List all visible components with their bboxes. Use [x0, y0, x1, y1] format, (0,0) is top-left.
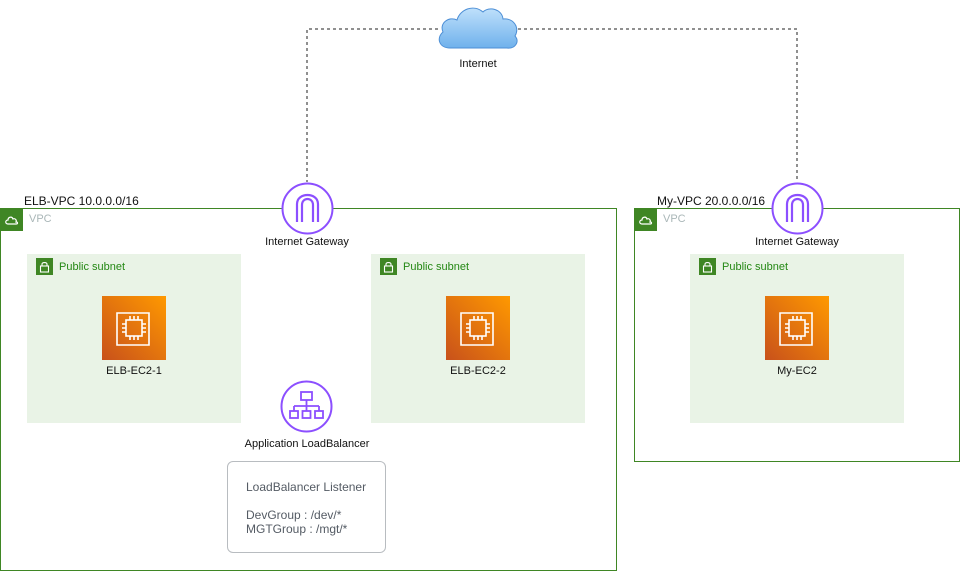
ec2-2-label: ELB-EC2-2: [450, 365, 506, 377]
listener-rule-dev: DevGroup : /dev/*: [246, 508, 342, 522]
vpc-cloud-icon: [1, 209, 23, 231]
subnet-lock-icon: [380, 258, 397, 275]
elb-subnet-right: Public subnet: [371, 254, 585, 423]
internet-cloud: [436, 4, 520, 57]
subnet-lock-icon: [36, 258, 53, 275]
ec2-instance-icon[interactable]: [446, 296, 510, 360]
line-internet-to-my-gateway: [518, 28, 798, 182]
internet-gateway-icon[interactable]: [281, 182, 334, 240]
listener-box: LoadBalancer Listener DevGroup : /dev/* …: [227, 461, 386, 553]
ec2-instance-icon[interactable]: [102, 296, 166, 360]
vpc-cloud-icon: [635, 209, 657, 231]
my-vpc-label: VPC: [663, 213, 686, 225]
elb-subnet-left-label: Public subnet: [59, 261, 126, 273]
listener-title: LoadBalancer Listener: [246, 480, 367, 494]
subnet-lock-icon: [699, 258, 716, 275]
ec2-instance-icon[interactable]: [765, 296, 829, 360]
line-internet-to-elb-gateway: [306, 28, 438, 182]
load-balancer-icon[interactable]: [280, 380, 333, 438]
elb-vpc-label: VPC: [29, 213, 52, 225]
elb-vpc-title: ELB-VPC 10.0.0.0/16: [24, 194, 139, 208]
my-gateway-label: Internet Gateway: [755, 236, 839, 248]
elb-subnet-right-label: Public subnet: [403, 261, 470, 273]
internet-label: Internet: [459, 58, 497, 70]
my-vpc-title: My-VPC 20.0.0.0/16: [657, 194, 766, 208]
cloud-icon: [438, 7, 518, 49]
load-balancer-label: Application LoadBalancer: [244, 438, 370, 450]
ec2-1-label: ELB-EC2-1: [106, 365, 162, 377]
internet-gateway-icon[interactable]: [771, 182, 824, 240]
listener-rule-mgt: MGTGroup : /mgt/*: [246, 522, 348, 536]
my-ec2-label: My-EC2: [777, 365, 817, 377]
my-subnet-label: Public subnet: [722, 261, 789, 273]
elb-gateway-label: Internet Gateway: [265, 236, 349, 248]
